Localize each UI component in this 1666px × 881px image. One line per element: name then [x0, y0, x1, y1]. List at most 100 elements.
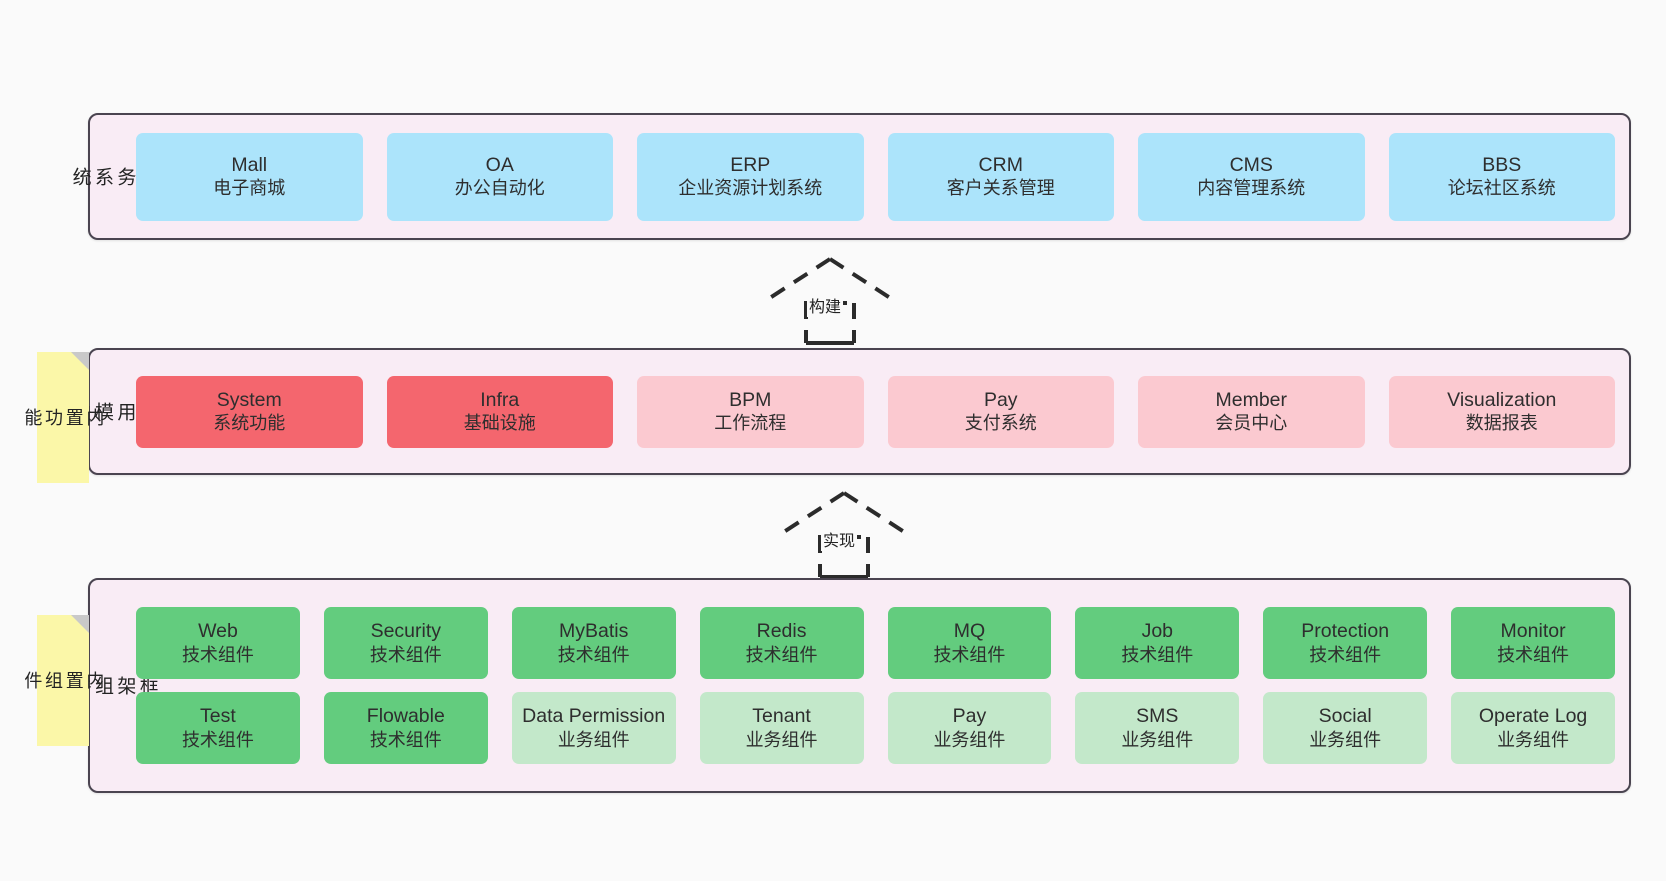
layer-common-module[interactable]: 通 用 模 块 System系统功能Infra基础设施BPM工作流程Pay支付系…	[70, 348, 1631, 475]
card-subtitle: 客户关系管理	[946, 178, 1055, 199]
card-title: BBS	[1482, 153, 1522, 176]
card-subtitle: 电子商城	[213, 178, 286, 199]
card-title: Job	[1141, 620, 1174, 643]
card-title: MQ	[953, 620, 986, 643]
card-subtitle: 内容管理系统	[1197, 178, 1306, 199]
card-title: CMS	[1229, 153, 1273, 176]
connector-implement: 实现	[770, 489, 918, 579]
card-subtitle: 技术组件	[557, 644, 630, 665]
card-title: Test	[200, 705, 236, 728]
card-title: CRM	[978, 153, 1023, 176]
card-subtitle: 办公自动化	[454, 178, 545, 199]
layer-label-business-system: 业 务 系 统	[69, 166, 158, 187]
card-title: MyBatis	[559, 620, 629, 643]
card-subtitle: 技术组件	[1497, 644, 1570, 665]
card-title: Visualization	[1447, 388, 1557, 411]
card-title: Redis	[756, 620, 807, 643]
connector-build: 构建	[756, 255, 904, 345]
card-subtitle: 企业资源计划系统	[678, 178, 823, 199]
note-builtin-component: 内 置 组 件	[22, 615, 104, 746]
card-title: Monitor	[1500, 620, 1566, 643]
card-title: Mall	[231, 153, 268, 176]
card-subtitle: 论坛社区系统	[1447, 178, 1556, 199]
card-subtitle: 业务组件	[745, 729, 818, 750]
card-title: Web	[198, 620, 238, 643]
card-title: Data Permission	[522, 705, 666, 728]
card-subtitle: 技术组件	[1121, 644, 1194, 665]
card-subtitle: 业务组件	[933, 729, 1006, 750]
card-title: Flowable	[366, 705, 445, 728]
card-subtitle: 业务组件	[1497, 729, 1570, 750]
card-subtitle: 系统功能	[213, 413, 286, 434]
card-title: Infra	[480, 388, 520, 411]
card-title: OA	[485, 153, 514, 176]
card-subtitle: 业务组件	[557, 729, 630, 750]
card-title: Security	[370, 620, 442, 643]
card-title: Social	[1318, 705, 1372, 728]
card-subtitle: 技术组件	[745, 644, 818, 665]
card-subtitle: 支付系统	[964, 413, 1037, 434]
card-title: Operate Log	[1478, 705, 1588, 728]
card-subtitle: 技术组件	[1309, 644, 1382, 665]
connector-implement-label: 实现	[821, 527, 858, 551]
card-subtitle: 业务组件	[1309, 729, 1382, 750]
card-subtitle: 基础设施	[463, 413, 536, 434]
layer-framework-component[interactable]: 框 架 组 件 Web技术组件Security技术组件MyBatis技术组件Re…	[70, 578, 1631, 793]
card-subtitle: 技术组件	[181, 729, 254, 750]
card-subtitle: 业务组件	[1121, 729, 1194, 750]
card-title: SMS	[1136, 705, 1179, 728]
card-subtitle: 技术组件	[181, 644, 254, 665]
card-subtitle: 数据报表	[1465, 413, 1538, 434]
card-subtitle: 工作流程	[714, 413, 787, 434]
card-title: System	[216, 388, 282, 411]
card-subtitle: 技术组件	[369, 729, 442, 750]
card-title: Protection	[1301, 620, 1390, 643]
card-title: ERP	[730, 153, 771, 176]
note-builtin-function: 内 置 功 能	[22, 352, 104, 483]
card-title: Pay	[952, 705, 987, 728]
card-title: Member	[1215, 388, 1288, 411]
card-subtitle: 技术组件	[933, 644, 1006, 665]
connector-build-label: 构建	[807, 293, 844, 317]
card-title: BPM	[729, 388, 772, 411]
card-subtitle: 会员中心	[1215, 413, 1288, 434]
card-subtitle: 技术组件	[369, 644, 442, 665]
